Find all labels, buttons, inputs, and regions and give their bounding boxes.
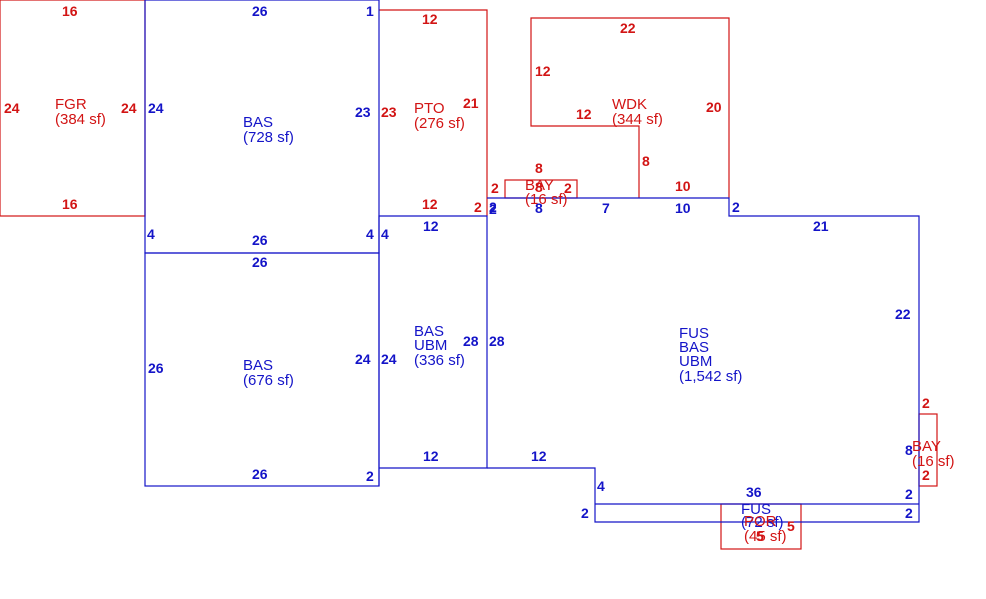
dim-label: 26 <box>252 254 268 270</box>
dim-label: 7 <box>602 200 610 216</box>
bay-right-dimensions: 2 2 <box>922 395 930 483</box>
dim-label: 10 <box>675 200 691 216</box>
dim-label: 26 <box>252 232 268 248</box>
area-labels: FGR (384 sf) BAS (728 sf) PTO (276 sf) W… <box>55 96 955 545</box>
dim-label: 2 <box>905 505 913 521</box>
bas1-dimensions: 26 1 24 23 4 26 4 <box>147 3 374 248</box>
fus-dimensions: 28 21 22 12 4 36 2 2 2 8 <box>489 218 913 521</box>
dim-label: 22 <box>895 306 911 322</box>
dim-label: 12 <box>423 218 439 234</box>
wdk-dimensions: 22 12 12 20 8 10 <box>535 20 722 194</box>
dim-label: 21 <box>813 218 829 234</box>
dim-label: 2 <box>922 395 930 411</box>
fus-outline <box>487 197 920 523</box>
dim-label: 4 <box>147 226 155 242</box>
dim-label: 24 <box>4 100 20 116</box>
dim-label: 2 <box>491 180 499 196</box>
bas2-area-label: BAS (676 sf) <box>243 357 294 389</box>
dim-label: 12 <box>423 448 439 464</box>
pto-outline <box>379 9 488 216</box>
dim-label: 28 <box>489 333 505 349</box>
dim-label: 2 <box>489 199 497 215</box>
dim-label: 10 <box>675 178 691 194</box>
connector-dimensions: 2 2 8 7 10 2 <box>489 199 740 217</box>
dim-label: 36 <box>746 484 762 500</box>
dim-label: 24 <box>381 351 397 367</box>
dim-label: 5 <box>787 518 795 534</box>
bay-right-area-label: BAY (16 sf) <box>912 438 955 470</box>
dim-label: 12 <box>422 11 438 27</box>
dim-label: 12 <box>535 63 551 79</box>
bas-ubm-outline <box>378 215 488 486</box>
blue-outlines <box>144 0 920 523</box>
dim-label: 2 <box>474 199 482 215</box>
dim-label: 8 <box>642 153 650 169</box>
bay-top-area-label: BAY (16 sf) <box>525 177 568 208</box>
bas-ubm-area-label: BAS UBM (336 sf) <box>414 323 465 369</box>
por-area-label: POR (45 sf) <box>744 513 787 545</box>
dim-label: 12 <box>422 196 438 212</box>
dim-label: 2 <box>489 201 497 217</box>
dim-label: 2 <box>564 180 572 196</box>
dim-label: 2 <box>732 199 740 215</box>
dim-label: 16 <box>62 3 78 19</box>
bas2-dimensions: 26 26 24 26 2 <box>148 254 374 484</box>
dim-label: 2 <box>581 505 589 521</box>
dim-label: 1 <box>366 3 374 19</box>
wdk-outline <box>530 17 730 198</box>
pto-area-label: PTO (276 sf) <box>414 100 465 132</box>
dim-label: 8 <box>535 200 543 216</box>
dim-label: 12 <box>576 106 592 122</box>
dim-label: 4 <box>366 226 374 242</box>
red-outlines <box>0 0 938 550</box>
dim-label: 26 <box>148 360 164 376</box>
dim-label: 21 <box>463 95 479 111</box>
dim-label: 8 <box>535 179 543 195</box>
dim-label: 16 <box>62 196 78 212</box>
dim-label: 2 <box>366 468 374 484</box>
dim-label: 26 <box>252 466 268 482</box>
dim-label: 28 <box>463 333 479 349</box>
dim-label: 12 <box>531 448 547 464</box>
bay-top-dimensions: 8 2 8 2 <box>491 160 572 196</box>
dim-label: 8 <box>905 442 913 458</box>
dim-label: 24 <box>148 100 164 116</box>
dim-label: 2 <box>905 486 913 502</box>
dim-label: 5 <box>756 528 764 544</box>
por-dimensions: 5 5 <box>756 518 795 544</box>
pto-dimensions: 12 23 21 12 2 <box>381 11 482 215</box>
dim-label: 2 <box>922 467 930 483</box>
fus-bas-ubm-area-label: FUS BAS UBM (1,542 sf) <box>679 325 742 385</box>
dim-label: 22 <box>620 20 636 36</box>
dim-label: 8 <box>535 160 543 176</box>
bas-ubm-dimensions: 4 12 24 28 12 <box>381 218 479 464</box>
dim-label: 24 <box>355 351 371 367</box>
dim-label: 23 <box>355 104 371 120</box>
dim-label: 4 <box>381 226 389 242</box>
dim-label: 26 <box>252 3 268 19</box>
bas1-area-label: BAS (728 sf) <box>243 114 294 146</box>
wdk-area-label: WDK (344 sf) <box>612 96 663 128</box>
fgr-dimensions: 16 24 24 16 <box>4 3 137 212</box>
dim-label: 4 <box>597 478 605 494</box>
fus-area-label: FUS (72 sf) <box>741 501 784 531</box>
fgr-area-label: FGR (384 sf) <box>55 96 106 128</box>
dim-label: 20 <box>706 99 722 115</box>
dim-label: 24 <box>121 100 137 116</box>
dim-label: 23 <box>381 104 397 120</box>
